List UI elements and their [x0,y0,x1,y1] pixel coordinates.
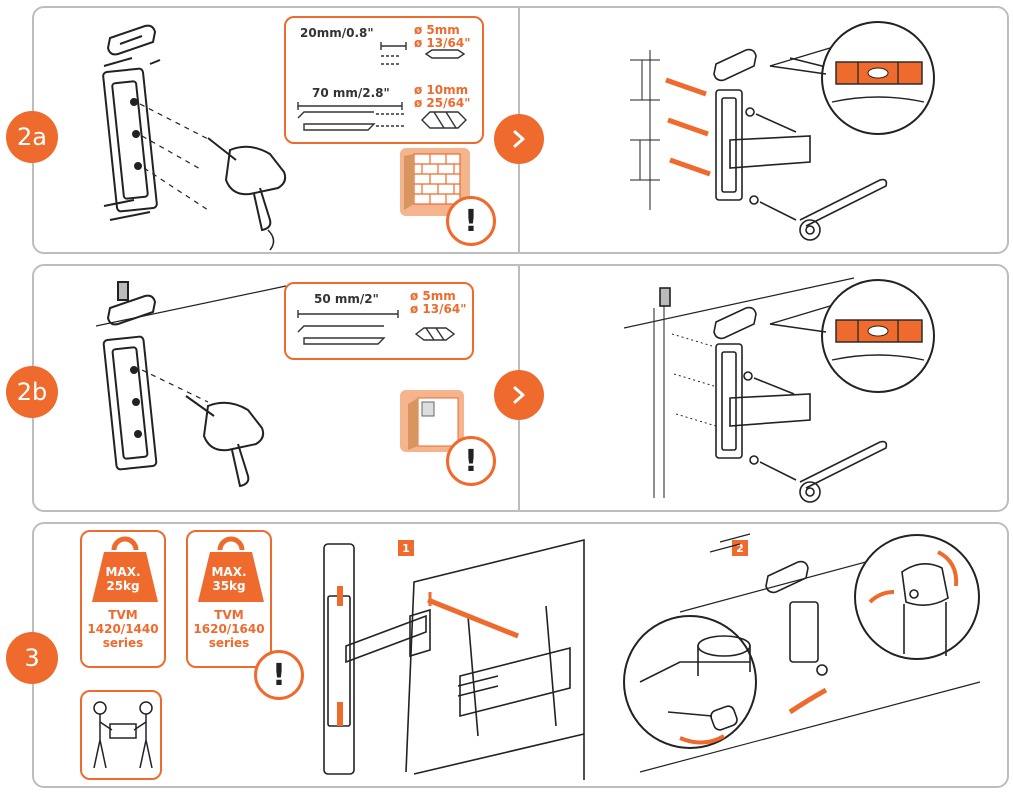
drill-bit-size-1: ø 5mm [410,289,456,303]
next-arrow-2a [494,114,544,164]
step-badge-2a: 2a [6,111,58,163]
drywall-icon [400,390,464,452]
weight-max-label-2: MAX. [211,565,247,579]
long-bit-size-2: ø 25/64" [414,96,471,110]
drill-bit-size-2: ø 13/64" [410,302,467,316]
wall-plate-drilling-illustration-2b [95,281,287,488]
series-label-2: series [208,636,250,650]
two-person-lift-icon [93,701,153,769]
warning-icon-2b: ! [446,436,496,486]
drill-spec-box-2b: 50 mm/2" ø 5mm ø 13/64" [284,282,474,360]
drill-depth-label: 50 mm/2" [314,292,379,306]
step-badge-3: 3 [6,632,58,684]
substep-2-badge: 2 [732,540,748,556]
brick-wall-icon [400,148,470,216]
drill-spec-box-2a: 20mm/0.8" ø 5mm ø 13/64" 70 mm/2.8" ø 10… [284,16,484,144]
substep-1-badge: 1 [398,540,414,556]
pivot-detail-icon [854,534,980,660]
weight-kg-label-2: 35kg [212,579,246,593]
next-arrow-2b [494,370,544,420]
max-weight-card-1: MAX. 25kg TVM 1420/1440 series [80,530,166,668]
long-bit-size-1: ø 10mm [414,83,469,97]
tension-knob-detail-icon [623,615,757,749]
weight-kg-label-1: 25kg [106,579,140,593]
series-label-1: series [102,636,144,650]
step-badge-2b: 2b [6,366,58,418]
mounting-illustration-2b [623,277,888,503]
max-weight-card-2: MAX. 35kg TVM 1620/1640 series [186,530,272,668]
arrow-right-icon [513,386,525,404]
callout-pointer-2b [769,305,831,333]
short-bit-size-2: ø 13/64" [414,36,471,50]
arrow-right-icon [513,130,525,148]
tv-mount-attach-illustration [323,538,585,780]
weight-icon [92,536,158,602]
long-depth-label: 70 mm/2.8" [312,86,390,100]
callout-pointer-2a [769,47,831,75]
model-label-2: TVM [214,608,244,622]
weight-max-label-1: MAX. [105,565,141,579]
spirit-level-icon-2a [821,21,935,135]
short-bit-size-1: ø 5mm [414,23,460,37]
model-label-1: TVM [108,608,138,622]
series-number-2: 1620/1640 [193,622,265,636]
drill-bit-diagram-2b [297,310,456,345]
drill-bit-diagram-2a [297,42,467,131]
short-depth-label: 20mm/0.8" [300,26,374,40]
warning-icon-3: ! [254,650,304,700]
spirit-level-icon-2b [821,279,935,393]
weight-icon [198,536,264,602]
wall-plate-drilling-illustration-2a [102,24,287,251]
series-number-1: 1420/1440 [87,622,159,636]
two-person-lift-card [80,690,162,780]
warning-icon-2a: ! [446,196,496,246]
